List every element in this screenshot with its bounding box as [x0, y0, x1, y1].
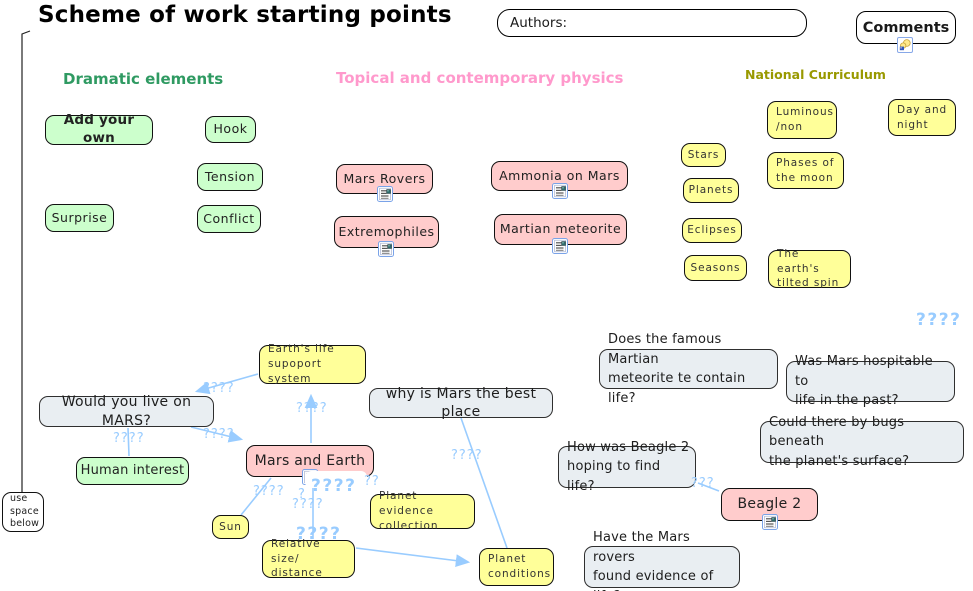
node-relative-size[interactable]: Relative size/distance [262, 538, 355, 579]
authors-input[interactable]: Authors: [497, 9, 807, 37]
link-label-q-whymars-conditions[interactable]: ???? [451, 448, 483, 463]
section-header-dramatic: Dramatic elements [63, 70, 224, 88]
comments-label: Comments [862, 19, 950, 36]
page-title: Scheme of work starting points [38, 2, 452, 28]
node-sun[interactable]: Sun [212, 515, 249, 539]
link-label-q-small-double[interactable]: ?? [364, 474, 380, 489]
document-link-icon[interactable] [377, 186, 393, 202]
link-label-q-beagle-link[interactable]: ??? [691, 476, 715, 491]
node-surprise[interactable]: Surprise [45, 204, 114, 232]
node-would-you-live-on-mars[interactable]: Would you live on MARS? [39, 394, 214, 429]
document-link-icon[interactable] [552, 238, 568, 254]
link-label-q-marsearth-relative[interactable]: ???? [292, 497, 324, 512]
link-label-q-bold-mid[interactable]: ???? [311, 476, 357, 496]
diagram-icon[interactable] [897, 37, 913, 53]
node-planets[interactable]: Planets [683, 178, 739, 203]
authors-label: Authors: [510, 15, 568, 31]
document-link-icon[interactable] [378, 241, 394, 257]
node-seasons[interactable]: Seasons [684, 255, 747, 281]
node-hook[interactable]: Hook [205, 116, 256, 143]
node-mars-and-earth[interactable]: Mars and Earth [246, 445, 374, 477]
link-label-q-top-right[interactable]: ???? [916, 310, 962, 330]
link-label-q-marsearth-sun[interactable]: ???? [253, 484, 285, 499]
link-label-q-earthslife-would[interactable]: ???? [203, 381, 235, 396]
node-human-interest[interactable]: Human interest [76, 457, 189, 485]
section-header-curriculum: National Curriculum [745, 67, 886, 82]
document-link-icon[interactable] [552, 183, 568, 199]
node-add-your-own[interactable]: Add your own [45, 112, 153, 146]
white-note-overlay [305, 471, 367, 488]
node-eclipses[interactable]: Eclipses [682, 218, 742, 243]
node-tension[interactable]: Tension [197, 163, 263, 191]
link-label-q-bold-low[interactable]: ???? [296, 524, 342, 544]
link-label-q-would-human[interactable]: ???? [113, 431, 145, 446]
node-luminous-non[interactable]: Luminous/non [767, 101, 837, 139]
node-stars[interactable]: Stars [681, 143, 726, 167]
document-link-icon[interactable] [762, 514, 778, 530]
node-conflict[interactable]: Conflict [197, 205, 261, 233]
section-header-topical: Topical and contemporary physics [336, 69, 624, 87]
link-label-q-would-marsearth[interactable]: ???? [203, 427, 235, 442]
link-label-q-single[interactable]: ? [298, 487, 306, 502]
node-why-is-mars-best[interactable]: why is Mars the best place [369, 386, 553, 420]
link-label-q-marsearth-life[interactable]: ???? [296, 401, 328, 416]
